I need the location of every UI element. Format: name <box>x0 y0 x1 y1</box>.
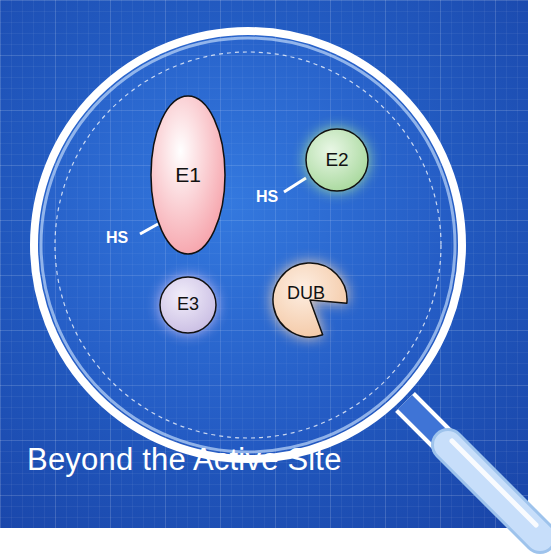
thiol-label: HS <box>106 229 128 247</box>
lens-inner-rim <box>41 38 455 452</box>
thiol-bond-line <box>140 224 158 234</box>
magnifier-handle <box>405 402 540 537</box>
title: Beyond the Active Site <box>27 443 342 477</box>
lens-rim <box>34 31 462 459</box>
dashed-circle <box>55 52 441 438</box>
node-label: E1 <box>175 163 201 186</box>
thiol-bond-line <box>284 178 306 192</box>
node-label: E3 <box>177 295 199 315</box>
enzyme-circle: E3 <box>159 276 217 334</box>
enzyme-circle: E2 <box>305 128 369 192</box>
node-label: DUB <box>287 284 325 304</box>
thiol-label: HS <box>256 188 278 206</box>
enzyme-ellipse: E1 <box>150 95 226 255</box>
deubiquitinase-shape: DUB <box>272 262 348 338</box>
node-label: E2 <box>325 150 348 171</box>
